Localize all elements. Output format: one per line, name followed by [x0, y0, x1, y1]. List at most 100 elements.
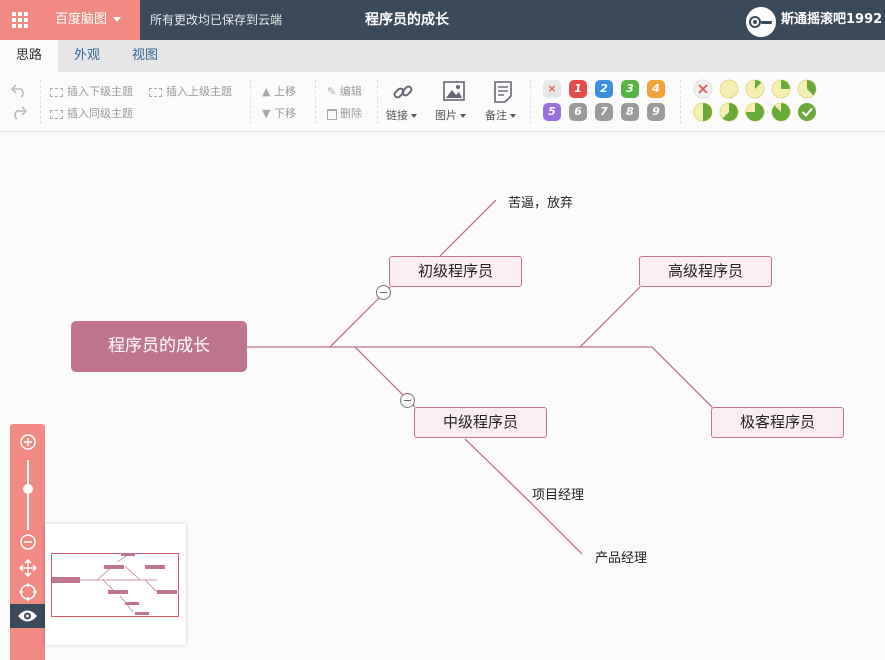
progress-done-icon[interactable]: [797, 102, 817, 122]
edit-button[interactable]: ✎ 编辑: [327, 83, 362, 99]
root-topic[interactable]: 程序员的成长: [71, 321, 247, 372]
topic-senior[interactable]: 高级程序员: [639, 256, 772, 287]
locate-root-icon[interactable]: [19, 583, 37, 601]
progress-2-icon[interactable]: [771, 79, 791, 99]
minimap-node: [121, 553, 135, 556]
progress-6-icon[interactable]: [745, 102, 765, 122]
progress-clear-icon[interactable]: [693, 79, 713, 99]
caret-down-icon: [460, 114, 466, 118]
priority-3-button[interactable]: 3: [621, 80, 639, 98]
move-down-label: 下移: [273, 107, 296, 120]
zoom-panel: [10, 424, 45, 660]
tab-view[interactable]: 视图: [131, 48, 158, 63]
insert-child-icon: [50, 87, 63, 97]
caret-down-icon: [113, 17, 122, 22]
link-button[interactable]: 链接: [386, 107, 417, 123]
note-label: 备注: [485, 109, 507, 122]
redo-icon[interactable]: [10, 104, 28, 120]
minimap[interactable]: [45, 524, 186, 645]
brand-menu-label: 百度脑图: [55, 12, 108, 27]
progress-4-icon[interactable]: [693, 102, 713, 122]
priority-2-button[interactable]: 2: [595, 80, 613, 98]
arrow-down-icon: ▼: [262, 107, 271, 120]
minimap-node: [157, 590, 177, 594]
link-product-manager: [529, 501, 583, 555]
trash-icon: [327, 108, 337, 120]
progress-5-icon[interactable]: [719, 102, 739, 122]
link-geek: [651, 346, 713, 408]
note-icon[interactable]: [493, 81, 513, 103]
tab-ideas[interactable]: 思路: [0, 40, 58, 72]
brand-menu-button[interactable]: 百度脑图: [40, 0, 140, 40]
toolbar: 插入下级主题 插入上级主题 插入同级主题 ▲ 上移 ▼ 下移 ✎ 编辑 删除: [0, 72, 885, 132]
priority-1-button[interactable]: 1: [569, 80, 587, 98]
undo-icon[interactable]: [10, 82, 28, 98]
link-icon[interactable]: [392, 81, 414, 103]
minimap-viewport[interactable]: [51, 553, 179, 617]
subtopic-project-manager[interactable]: 项目经理: [532, 488, 585, 503]
link-give-up: [439, 199, 497, 257]
image-label: 图片: [435, 109, 457, 122]
topic-middle[interactable]: 中级程序员: [414, 407, 547, 438]
note-button[interactable]: 备注: [485, 107, 516, 123]
move-up-button[interactable]: ▲ 上移: [262, 83, 296, 99]
eye-icon: [18, 610, 37, 622]
insert-sibling-icon: [50, 109, 63, 119]
insert-parent-icon: [149, 87, 162, 97]
top-bar: 百度脑图 所有更改均已保存到云端 程序员的成长 斯通摇滚吧1992: [0, 0, 885, 40]
image-button[interactable]: 图片: [435, 107, 466, 123]
move-up-label: 上移: [273, 85, 296, 98]
zoom-out-icon[interactable]: [20, 534, 36, 550]
insert-sibling-label: 插入同级主题: [67, 107, 133, 120]
priority-8-button[interactable]: 8: [621, 103, 639, 121]
toggle-minimap-button[interactable]: [10, 604, 45, 628]
priority-6-button[interactable]: 6: [569, 103, 587, 121]
link-label: 链接: [386, 109, 408, 122]
move-canvas-icon[interactable]: [19, 559, 37, 577]
delete-label: 删除: [340, 107, 362, 120]
progress-3-icon[interactable]: [797, 79, 817, 99]
priority-4-button[interactable]: 4: [647, 80, 665, 98]
user-avatar[interactable]: [746, 7, 776, 37]
edit-label: 编辑: [339, 85, 362, 98]
insert-parent-button[interactable]: 插入上级主题: [149, 83, 232, 99]
collapse-junior-icon[interactable]: [376, 285, 391, 300]
caret-down-icon: [411, 114, 417, 118]
priority-clear-button[interactable]: ×: [543, 80, 561, 98]
priority-5-button[interactable]: 5: [543, 103, 561, 121]
delete-button[interactable]: 删除: [327, 105, 362, 121]
minimap-node: [104, 565, 124, 569]
topic-junior[interactable]: 初级程序员: [389, 256, 522, 287]
zoom-slider-track[interactable]: [27, 460, 29, 530]
subtopic-product-manager[interactable]: 产品经理: [595, 551, 648, 566]
link-senior: [579, 286, 641, 348]
priority-7-button[interactable]: 7: [595, 103, 613, 121]
insert-child-label: 插入下级主题: [67, 85, 133, 98]
document-title[interactable]: 程序员的成长: [365, 12, 449, 28]
minimap-root: [52, 577, 80, 583]
insert-parent-label: 插入上级主题: [166, 85, 232, 98]
insert-sibling-button[interactable]: 插入同级主题: [50, 105, 133, 121]
image-icon[interactable]: [443, 81, 465, 101]
avatar-logo-icon: [746, 7, 776, 37]
progress-0-icon[interactable]: [719, 79, 739, 99]
tab-bar: 思路 外观 视图: [0, 40, 885, 72]
progress-1-icon[interactable]: [745, 79, 765, 99]
pencil-icon: ✎: [327, 85, 337, 98]
priority-9-button[interactable]: 9: [647, 103, 665, 121]
user-name[interactable]: 斯通摇滚吧1992: [781, 12, 883, 27]
apps-grid-button[interactable]: [0, 0, 40, 40]
collapse-middle-icon[interactable]: [400, 393, 415, 408]
move-down-button[interactable]: ▼ 下移: [262, 105, 296, 121]
minimap-node: [145, 565, 165, 569]
zoom-slider-handle[interactable]: [23, 484, 33, 494]
subtopic-give-up[interactable]: 苦逼，放弃: [508, 196, 574, 211]
progress-7-icon[interactable]: [771, 102, 791, 122]
insert-child-button[interactable]: 插入下级主题: [50, 83, 133, 99]
tab-appearance[interactable]: 外观: [73, 48, 100, 63]
zoom-in-icon[interactable]: [20, 434, 36, 450]
save-status: 所有更改均已保存到云端: [150, 13, 283, 27]
minimap-node: [108, 590, 128, 594]
topic-geek[interactable]: 极客程序员: [711, 407, 844, 438]
